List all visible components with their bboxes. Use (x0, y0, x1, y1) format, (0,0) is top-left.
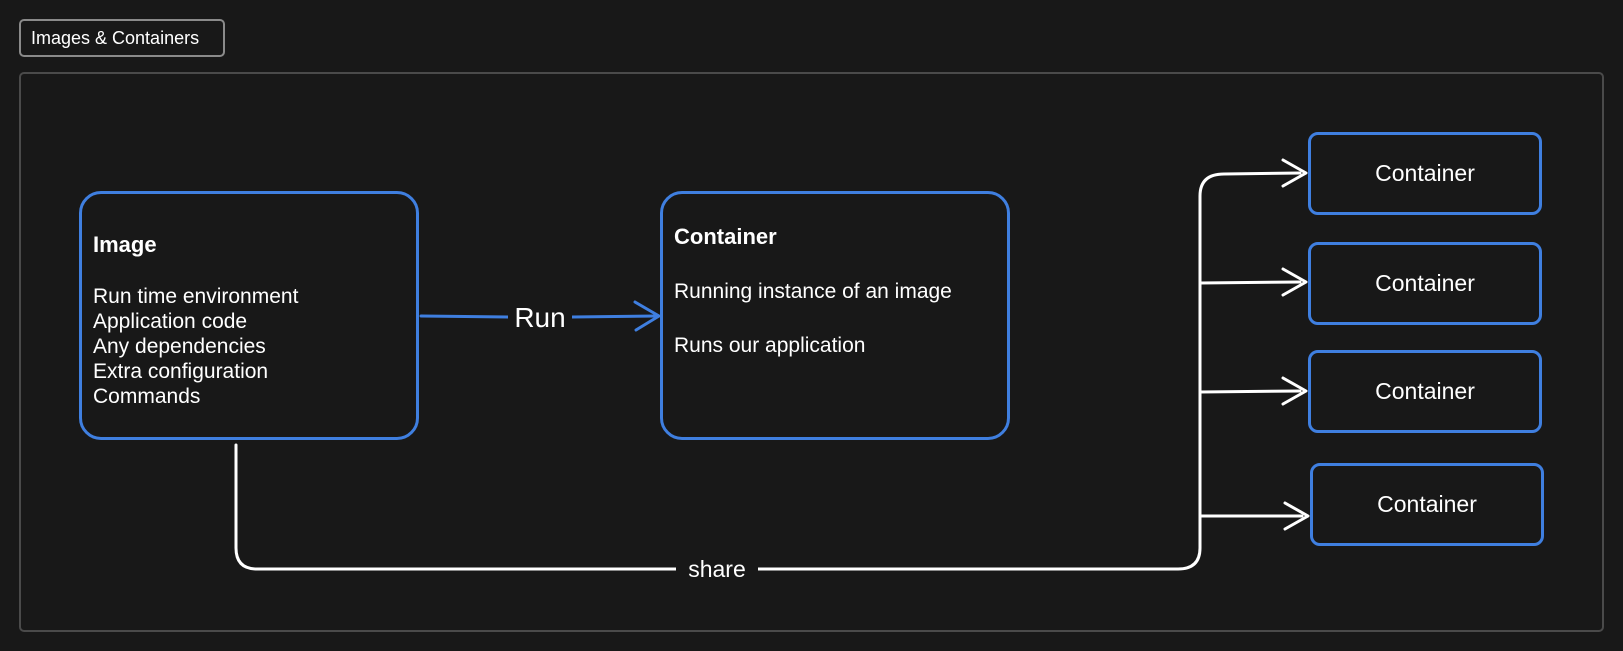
run-edge-label: Run (508, 298, 572, 338)
image-node[interactable]: Image Run time environment Application c… (79, 191, 419, 440)
arrow-head-3 (1281, 376, 1308, 406)
container-box-3[interactable]: Container (1308, 350, 1542, 433)
container-box-1[interactable]: Container (1308, 132, 1542, 215)
run-arrow-head (633, 300, 661, 332)
image-node-line: Commands (93, 385, 201, 408)
spacer (674, 305, 1007, 332)
container-box-2[interactable]: Container (1308, 242, 1542, 325)
image-node-title: Image (93, 232, 157, 257)
container-node-desc: Runs our application (674, 334, 866, 357)
image-node-line: Application code (93, 310, 248, 333)
frame-title[interactable]: Images & Containers (19, 19, 225, 57)
share-connector (234, 171, 1302, 571)
branch-1 (1198, 280, 1302, 285)
container-box-4[interactable]: Container (1310, 463, 1544, 546)
image-node-line: Extra configuration (93, 360, 269, 383)
container-node-title: Container (674, 224, 777, 249)
arrow-head-2 (1281, 267, 1308, 297)
arrow-head-1 (1281, 158, 1308, 188)
share-edge-label: share (676, 554, 758, 584)
image-node-line: Any dependencies (93, 335, 266, 358)
container-node-desc: Running instance of an image (674, 280, 952, 303)
arrow-head-4 (1283, 501, 1310, 531)
image-node-line: Run time environment (93, 285, 299, 308)
diagram-frame (19, 72, 1604, 632)
container-node[interactable]: Container Running instance of an image R… (660, 191, 1010, 440)
run-arrow-line (419, 314, 658, 319)
branch-2 (1198, 389, 1302, 394)
